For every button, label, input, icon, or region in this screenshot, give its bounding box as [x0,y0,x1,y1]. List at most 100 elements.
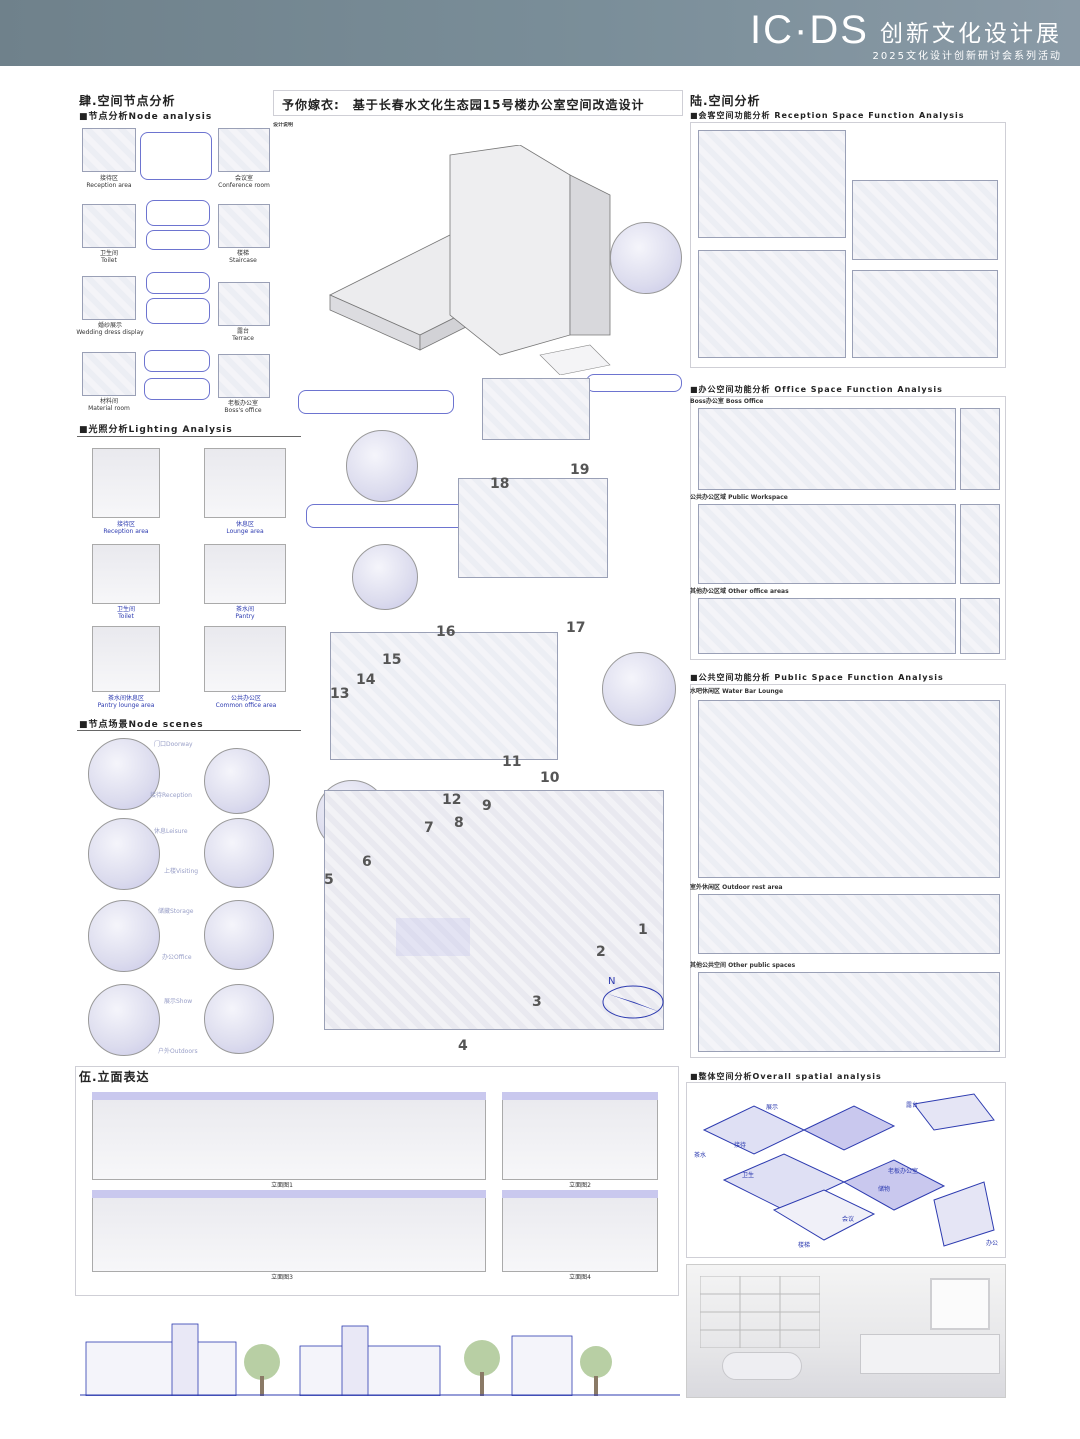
public-other-label: 其他公共空间 Other public spaces [690,962,796,969]
scenes-divider [77,730,301,731]
elevation-2-label: 立面图2 [569,1182,591,1189]
building-axonometric [320,144,620,376]
office-other-diagram [698,598,956,654]
node-diagram-wedding-dress [82,276,136,320]
scene-label-reception: 接待Reception [150,792,192,799]
axon-num-1: 1 [638,922,648,938]
axon-num-7: 7 [424,820,434,836]
axon-num-5: 5 [324,872,334,888]
compass-icon: N [602,976,664,1019]
overall-label-storage: 储物 [878,1186,891,1193]
node-note-reception [140,132,212,180]
scene-bubble-leisure [88,818,160,890]
office-public-detail [960,504,1000,584]
node-note-material [144,350,210,372]
axon-num-4: 4 [458,1038,468,1054]
public-outdoor-diagram [698,894,1000,954]
node-note-wedding [146,272,210,294]
axon-floor-accent [396,918,470,956]
svg-text:N: N [608,976,615,987]
note-center-left [298,390,454,414]
overall-label-boss: 老板办公室 [888,1168,919,1175]
lighting-title: ■光照分析Lighting Analysis [79,425,233,435]
elevation-4-label: 立面图4 [569,1274,591,1281]
reception-analysis-title: ■会客空间功能分析 Reception Space Function Analy… [690,111,965,120]
project-title-box: 予你嫁衣: 基于长春水文化生态园15号楼办公室空间改造设计 [273,90,683,116]
scene-bubble-outdoors [204,984,274,1054]
brand-title: 创新文化设计展 [880,20,1062,47]
node-diagram-terrace [218,282,270,326]
node-analysis-title: ■节点分析Node analysis [79,112,213,122]
section-5-title: 伍.立面表达 [79,1070,150,1084]
interior-render-window [930,1278,990,1330]
office-public-label: 公共办公区域 Public Workspace [690,494,788,501]
interior-shelves-svg [699,1275,821,1349]
scene-label-storage: 储藏Storage [158,908,194,915]
office-boss-detail [960,408,1000,490]
axon-level-1 [324,790,664,1030]
elevation-1-band [92,1092,486,1100]
axon-num-16: 16 [436,624,456,640]
scene-bubble-visiting [204,818,274,888]
detail-bubble-terrace [346,430,418,502]
elevation-2 [502,1092,658,1180]
scene-label-visiting: 上楼Visiting [164,868,199,875]
overall-label-show: 展示 [766,1104,779,1111]
axon-num-6: 6 [362,854,372,870]
axon-num-17: 17 [566,620,586,636]
overall-label-reception: 接待 [734,1142,747,1149]
axon-num-9: 9 [482,798,492,814]
elevation-1 [92,1092,486,1180]
interior-render-counter [860,1334,1000,1374]
node-diagram-toilet [82,204,136,248]
scene-bubble-office [204,900,274,970]
design-intro-label: 设计说明 [273,122,294,128]
overall-analysis-title: ■整体空间分析Overall spatial analysis [690,1072,882,1081]
facade-strip-svg [80,1323,680,1397]
node-diagram-boss-office [218,354,270,398]
note-terrace [306,504,466,528]
design-intro-text: 设计说明 [273,122,451,240]
project-title: 予你嫁衣: 基于长春水文化生态园15号楼办公室空间改造设计 [282,98,645,112]
office-other-detail [960,598,1000,654]
axon-num-12: 12 [442,792,462,808]
scene-label-outdoors: 户外Outdoors [158,1048,198,1055]
material-legend [622,128,686,198]
overall-axon [694,1090,1000,1252]
axon-roof-terrace [482,378,590,440]
office-public-diagram [698,504,956,584]
node-diagram-conference [218,128,270,172]
office-analysis-title: ■办公空间功能分析 Office Space Function Analysis [690,385,943,394]
lighting-common-office [204,626,286,692]
elevation-3 [92,1190,486,1272]
node-diagram-staircase [218,204,270,248]
elevation-4 [502,1190,658,1272]
header-banner: IC·DS 创新文化设计展 2025文化设计创新研讨会系列活动 [0,0,1080,66]
lighting-reception [92,448,160,518]
public-analysis-title: ■公共空间功能分析 Public Space Function Analysis [690,673,944,682]
detail-bubble-wedding [602,652,676,726]
lighting-pantry-lounge [92,626,160,692]
reception-diagram-2 [852,180,998,260]
axon-num-13: 13 [330,686,350,702]
scene-label-leisure: 休息Leisure [154,828,188,835]
elevation-3-label: 立面图3 [271,1274,293,1281]
elevation-2-band [502,1092,658,1100]
section-4-title: 肆.空间节点分析 [79,94,176,108]
overall-label-pantry: 茶水 [694,1152,707,1159]
facade-strip [80,1322,680,1397]
overall-label-meeting: 会议 [842,1216,855,1223]
interior-render-sofa [722,1352,802,1380]
detail-bubble-chimney [610,222,682,294]
axon-num-14: 14 [356,672,376,688]
axon-num-18: 18 [490,476,510,492]
brand: IC·DS 创新文化设计展 2025文化设计创新研讨会系列活动 [750,8,1062,62]
axon-num-10: 10 [540,770,560,786]
